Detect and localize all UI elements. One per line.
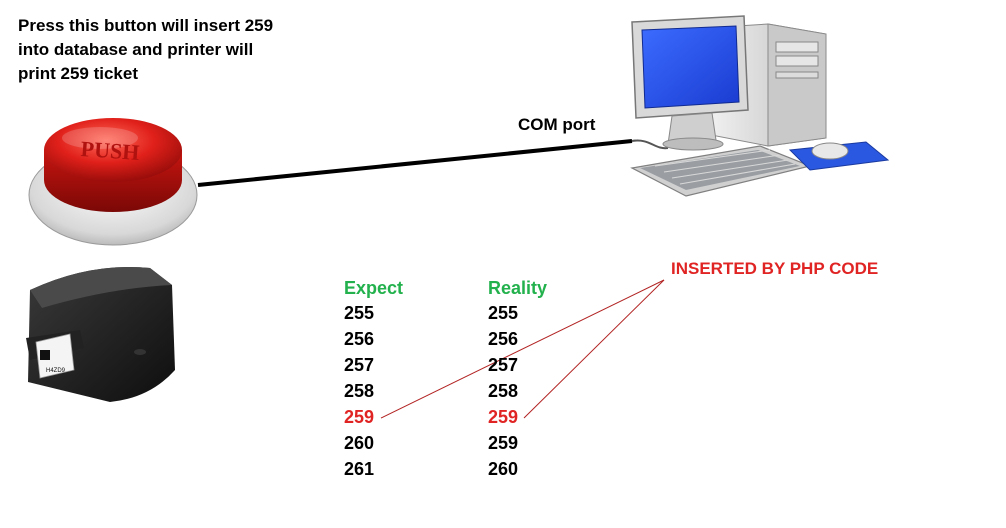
reality-column: Reality 255 256 257 258 259 259 260 — [488, 276, 547, 482]
expect-value: 260 — [344, 433, 375, 453]
reality-value: 258 — [488, 381, 519, 401]
diagram-caption: Press this button will insert 259 into d… — [18, 16, 274, 83]
push-button-illustration: PUSH — [28, 118, 198, 246]
expect-value: 255 — [344, 303, 375, 323]
computer-illustration — [630, 15, 890, 197]
expect-value: 258 — [344, 381, 375, 401]
expect-column: Expect 255 256 257 258 259 260 261 — [344, 276, 403, 482]
reality-header: Reality — [488, 278, 548, 298]
com-cable-line — [197, 139, 633, 187]
reality-value: 259 — [488, 433, 519, 453]
pointer-line-expect — [380, 279, 665, 419]
reality-value: 255 — [488, 303, 519, 323]
expect-value: 256 — [344, 329, 375, 349]
reality-value-highlight: 259 — [488, 407, 519, 427]
printer-ticket-text: H4ZD9 — [46, 368, 66, 374]
expect-value: 261 — [344, 459, 375, 479]
push-text: PUSH — [80, 136, 140, 165]
expect-value-highlight: 259 — [344, 407, 375, 427]
pointer-line-reality — [523, 279, 665, 419]
expect-header: Expect — [344, 278, 404, 298]
reality-value: 260 — [488, 459, 519, 479]
reality-value: 256 — [488, 329, 519, 349]
printer-illustration: H4ZD9 — [26, 266, 175, 402]
expect-value: 257 — [344, 355, 375, 375]
cable-curve — [631, 139, 669, 150]
com-port-label: COM port — [518, 115, 596, 134]
reality-value: 257 — [488, 355, 519, 375]
inserted-note: INSERTED BY PHP CODE — [671, 259, 879, 278]
